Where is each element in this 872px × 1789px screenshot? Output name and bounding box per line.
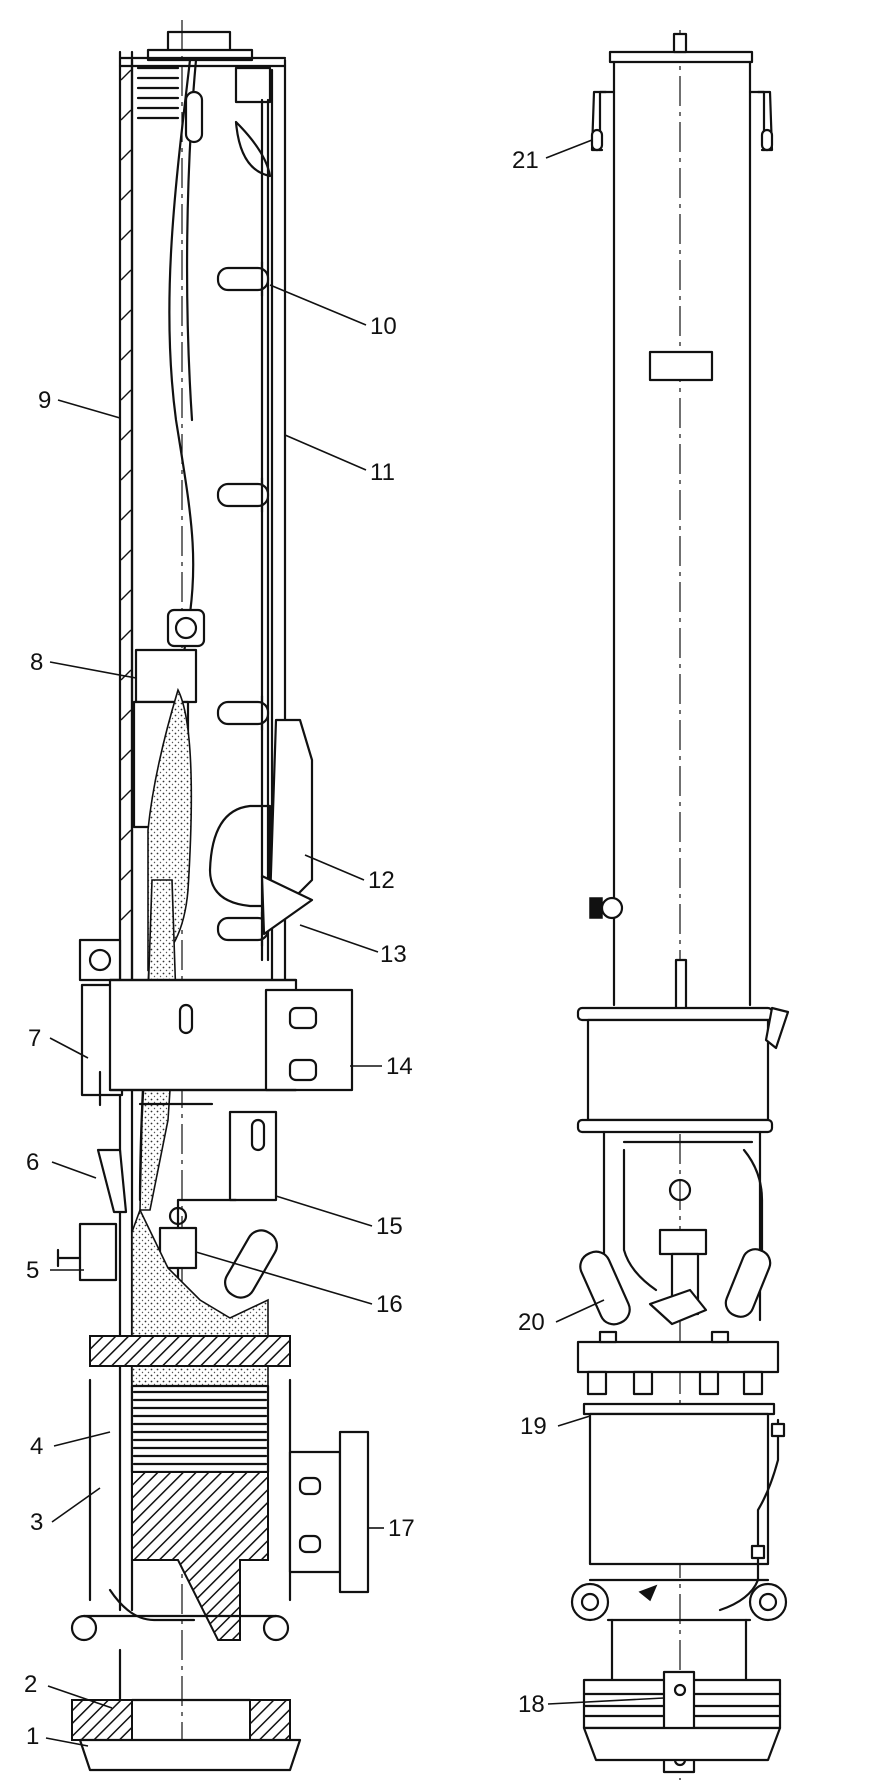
- right-top-plate: [608, 50, 754, 64]
- base-part-18: [582, 1618, 782, 1774]
- leader-16: [195, 1251, 373, 1305]
- right-main-tube: [612, 60, 752, 1007]
- wedge-part-13: [260, 874, 314, 936]
- callout-7: 7: [28, 1025, 41, 1052]
- callout-20: 20: [518, 1309, 545, 1336]
- right-exterior-view: [570, 30, 790, 1780]
- callout-9: 9: [38, 387, 51, 414]
- leader-3: [51, 1487, 101, 1523]
- upper-slot: [184, 90, 204, 144]
- leader-21: [545, 139, 593, 159]
- callout-1: 1: [26, 1723, 39, 1750]
- callout-2: 2: [24, 1671, 37, 1698]
- leader-13: [299, 924, 379, 953]
- leader-2: [47, 1685, 113, 1709]
- clamp-part-14: [108, 978, 354, 1106]
- right-wheels: [570, 1578, 788, 1622]
- right-flange: [576, 1330, 780, 1396]
- guide-rod: [216, 98, 270, 962]
- lever-part-6: [96, 1148, 128, 1214]
- leader-lines: [45, 139, 665, 1747]
- right-linkage: [579, 1130, 772, 1326]
- callout-21: 21: [512, 147, 539, 174]
- handle-part-21: [590, 90, 774, 152]
- switch-part-15: [228, 1110, 278, 1202]
- nozzle-part-17: [288, 1430, 370, 1594]
- callout-3: 3: [30, 1509, 43, 1536]
- rod-stub: [674, 958, 688, 1012]
- rod-clamp: [216, 476, 270, 514]
- leader-9: [57, 399, 121, 419]
- leader-4: [53, 1431, 111, 1447]
- callout-14: 14: [386, 1053, 413, 1080]
- callout-15: 15: [376, 1213, 403, 1240]
- callout-12: 12: [368, 867, 395, 894]
- leader-6: [51, 1161, 97, 1179]
- base-part-1: [71, 1698, 302, 1772]
- leader-18: [547, 1697, 665, 1705]
- piston-part-3: [131, 1471, 269, 1641]
- lower-flange: [89, 1335, 291, 1367]
- rod-clamp: [216, 694, 270, 732]
- callout-19: 19: [520, 1413, 547, 1440]
- callout-17: 17: [388, 1515, 415, 1542]
- leader-19: [557, 1415, 591, 1427]
- leader-12: [304, 854, 365, 881]
- left-top-cap: [118, 30, 287, 68]
- leader-8: [49, 661, 137, 679]
- right-top-pin: [672, 32, 688, 54]
- callout-6: 6: [26, 1149, 39, 1176]
- left-sectional-view: [56, 20, 370, 1772]
- leader-1: [45, 1737, 89, 1747]
- leader-10: [269, 284, 367, 326]
- leader-20: [555, 1299, 605, 1323]
- leader-7: [49, 1037, 89, 1059]
- callout-5: 5: [26, 1257, 39, 1284]
- callout-18: 18: [518, 1691, 545, 1718]
- callout-8: 8: [30, 649, 43, 676]
- rod-clamp: [216, 910, 270, 948]
- callout-10: 10: [370, 313, 397, 340]
- lever-part-2: [70, 1588, 290, 1702]
- callout-16: 16: [376, 1291, 403, 1318]
- leader-15: [275, 1195, 373, 1227]
- callout-13: 13: [380, 941, 407, 968]
- fitting-part-5: [56, 1222, 118, 1282]
- callout-4: 4: [30, 1433, 43, 1460]
- leader-11: [284, 434, 367, 471]
- callout-labels: 1 2 3 4 5 6 7 8 9 10 11 12 13 14 15 16 1…: [24, 147, 547, 1750]
- cylinder-part-19: [582, 1402, 786, 1612]
- side-knob: [589, 896, 624, 920]
- right-drum: [576, 1006, 790, 1134]
- rod-clamp: [216, 260, 270, 298]
- callout-11: 11: [370, 459, 395, 486]
